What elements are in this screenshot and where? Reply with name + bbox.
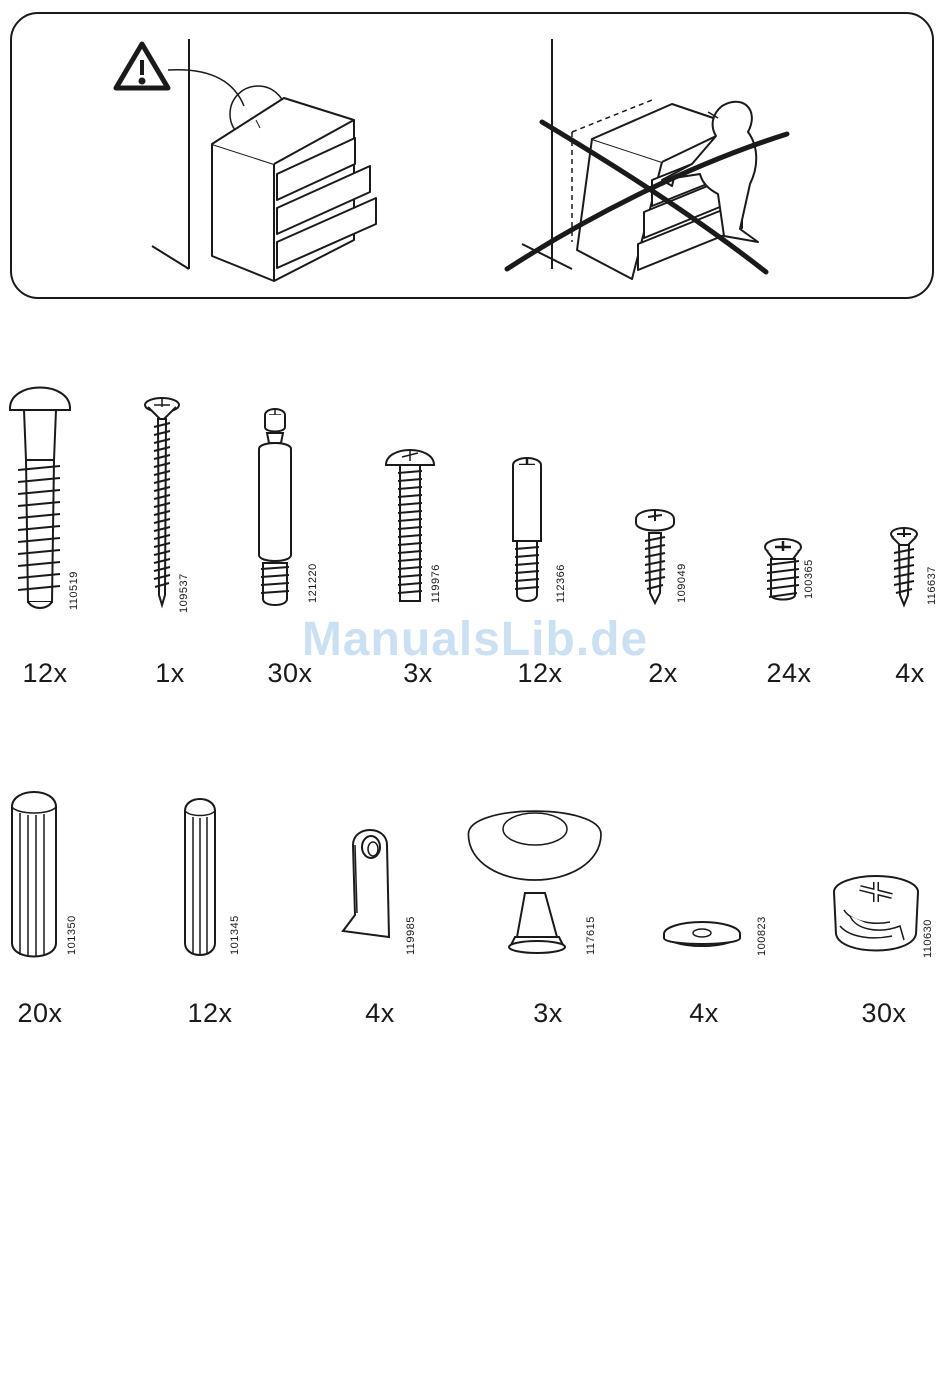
- part-number: 100365: [803, 559, 815, 599]
- short-screw-icon: [630, 505, 700, 620]
- quantity-label: 20x: [0, 998, 85, 1029]
- hardware-part-109537: 109537: [130, 395, 200, 620]
- quantity-label: 12x: [495, 658, 585, 689]
- part-number: 121220: [307, 563, 319, 603]
- quantity-label: 2x: [618, 658, 708, 689]
- part-number: 109537: [178, 573, 190, 613]
- bolt-icon: [380, 445, 460, 620]
- hardware-part-117615: 117615: [465, 795, 605, 965]
- hardware-part-116637: 116637: [880, 525, 950, 620]
- quantity-label: 30x: [839, 998, 929, 1029]
- quantity-label: 3x: [373, 658, 463, 689]
- hardware-part-119985: 119985: [335, 825, 425, 965]
- quantity-label: 3x: [503, 998, 593, 1029]
- wooden-dowel-small-icon: [175, 795, 255, 965]
- part-number: 109049: [676, 563, 688, 603]
- part-number: 100823: [756, 916, 768, 956]
- part-number: 117615: [585, 916, 597, 955]
- quantity-label: 4x: [335, 998, 425, 1029]
- quantity-label: 12x: [0, 658, 90, 689]
- hardware-part-109049: 109049: [630, 505, 700, 620]
- hardware-part-101345: 101345: [175, 795, 255, 965]
- part-number: 110519: [68, 571, 80, 610]
- dowel-screw-icon: [505, 455, 585, 620]
- hardware-part-121220: 121220: [245, 405, 325, 620]
- quantity-label: 4x: [659, 998, 749, 1029]
- drawer-knob-icon: [465, 795, 605, 965]
- quantity-label: 12x: [165, 998, 255, 1029]
- hardware-part-100365: 100365: [755, 535, 825, 620]
- quantity-label: 30x: [245, 658, 335, 689]
- part-number: 101350: [66, 915, 78, 955]
- part-number: 112366: [555, 564, 567, 603]
- part-number: 110630: [922, 919, 934, 958]
- quantity-label: 1x: [125, 658, 215, 689]
- hardware-part-112366: 112366: [505, 455, 585, 620]
- part-number: 119985: [405, 916, 417, 955]
- quantity-label: 24x: [744, 658, 834, 689]
- washer-icon: [660, 900, 770, 965]
- dresser-against-wall-illustration: [152, 39, 376, 281]
- part-number: 119976: [430, 564, 442, 603]
- warning-panel: [10, 12, 934, 299]
- part-number: 116637: [926, 566, 938, 605]
- small-screw-icon: [880, 525, 950, 620]
- hardware-part-110630: 110630: [830, 870, 950, 965]
- hardware-part-119976: 119976: [380, 445, 460, 620]
- hardware-part-100823: 100823: [660, 900, 770, 965]
- hardware-part-110519: 110519: [0, 370, 90, 620]
- hardware-part-101350: 101350: [0, 785, 90, 965]
- part-number: 101345: [229, 915, 241, 955]
- warning-triangle-icon: [116, 44, 244, 106]
- quantity-label: 4x: [865, 658, 950, 689]
